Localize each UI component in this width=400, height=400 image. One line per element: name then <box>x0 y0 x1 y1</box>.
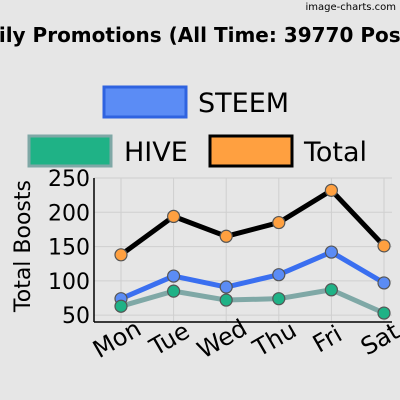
y-tick-label: 200 <box>48 201 90 226</box>
legend: STEEM HIVE Total <box>27 85 367 168</box>
series-hive <box>114 283 391 320</box>
y-tick-label: 150 <box>48 236 90 261</box>
y-axis-title: Total Boosts <box>11 180 36 313</box>
data-point <box>324 183 338 197</box>
data-point <box>167 269 181 283</box>
data-point <box>324 283 338 297</box>
x-tick-label: Fri <box>308 320 347 359</box>
data-point <box>219 229 233 243</box>
data-point <box>219 280 233 294</box>
chart-title: Daily Promotions (All Time: 39770 Posts) <box>0 23 400 47</box>
legend-label: HIVE <box>124 137 188 168</box>
data-point <box>114 248 128 262</box>
data-point <box>219 293 233 307</box>
legend-item-hive: HIVE <box>27 134 188 168</box>
data-point <box>272 292 286 306</box>
y-tick-label: 50 <box>62 304 90 329</box>
legend-swatch <box>208 134 294 168</box>
series-line <box>118 249 387 302</box>
x-tick-label: Sat <box>356 317 400 361</box>
legend-item-steem: STEEM <box>102 85 289 119</box>
watermark-text: image-charts.com <box>306 2 397 13</box>
legend-label: STEEM <box>198 88 289 119</box>
legend-label: Total <box>303 137 367 168</box>
legend-item-total: Total <box>208 134 367 168</box>
legend-swatch <box>102 85 188 119</box>
data-point <box>377 239 391 253</box>
data-point <box>377 276 391 290</box>
data-point <box>167 209 181 223</box>
series-total <box>114 183 391 262</box>
x-tick-label: Thu <box>247 316 301 363</box>
legend-swatch <box>27 134 113 168</box>
data-point <box>272 215 286 230</box>
data-point <box>167 284 181 298</box>
data-point <box>324 245 338 259</box>
x-tick-label: Tue <box>144 317 194 362</box>
data-point <box>377 306 391 320</box>
series-line <box>118 287 387 316</box>
y-tick-label: 100 <box>48 270 90 295</box>
series-line <box>118 187 387 258</box>
data-point <box>114 299 128 313</box>
y-tick-label: 250 <box>48 167 90 192</box>
data-point <box>272 268 286 282</box>
